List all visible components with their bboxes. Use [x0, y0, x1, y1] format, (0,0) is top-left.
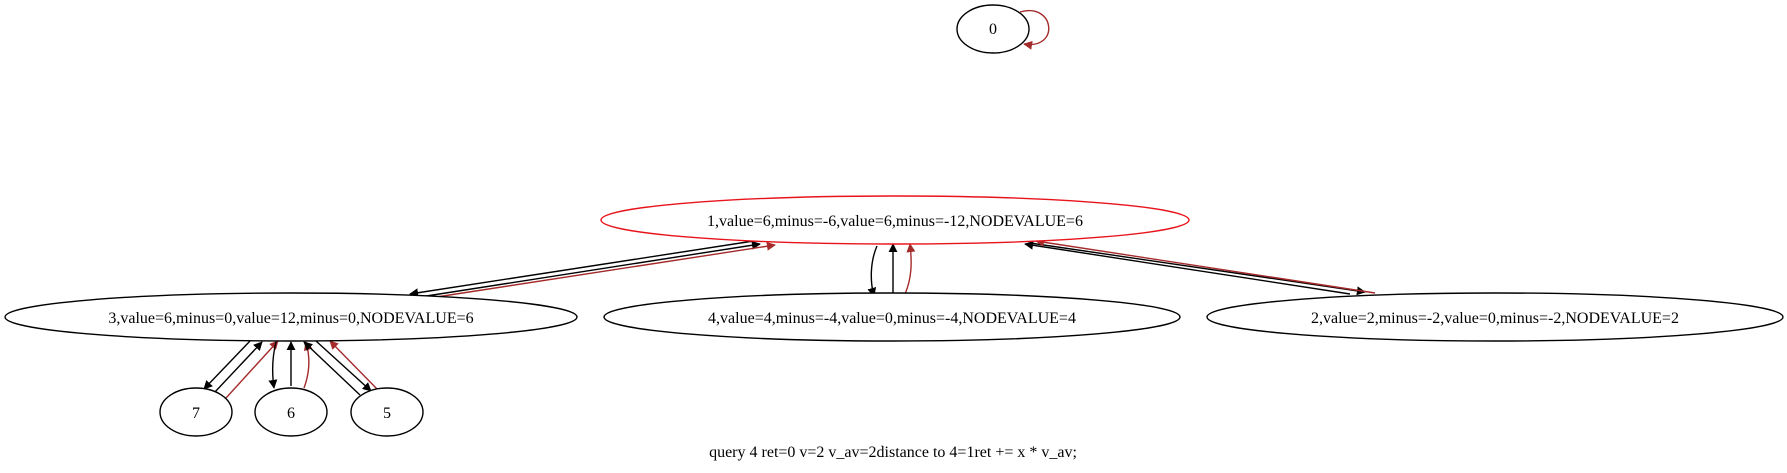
- node-2-label: 2,value=2,minus=-2,value=0,minus=-2,NODE…: [1311, 310, 1679, 327]
- edge-3-6: [268, 341, 278, 389]
- edge-layer: [203, 9, 1376, 399]
- node-5-shape: [350, 387, 424, 437]
- node-layer: 0 1,value=6,minus=-6,value=6,minus=-12,N…: [4, 4, 1784, 437]
- node-1-shape: [600, 195, 1190, 245]
- node-6-shape: [254, 387, 328, 437]
- edge-3-1: [429, 241, 776, 299]
- node-0-shape: [956, 4, 1030, 54]
- node-5: 5: [350, 387, 424, 437]
- node-4-label: 4,value=4,minus=-4,value=0,minus=-4,NODE…: [708, 310, 1076, 327]
- node-4-shape: [603, 292, 1181, 342]
- node-0: 0: [956, 4, 1030, 54]
- node-1: 1,value=6,minus=-6,value=6,minus=-12,NOD…: [600, 195, 1190, 245]
- edge-3-1: [419, 240, 761, 298]
- edge-1-3: [409, 239, 761, 298]
- edge-3-7: [203, 340, 251, 390]
- edge-1-2: [1029, 242, 1366, 296]
- node-0-label: 0: [989, 21, 997, 38]
- node-7: 7: [159, 387, 233, 437]
- graph-caption: query 4 ret=0 v=2 v_av=2distance to 4=1r…: [709, 444, 1077, 461]
- node-1-label: 1,value=6,minus=-6,value=6,minus=-12,NOD…: [707, 213, 1083, 230]
- node-4: 4,value=4,minus=-4,value=0,minus=-4,NODE…: [603, 292, 1181, 342]
- node-3-label: 3,value=6,minus=0,value=12,minus=0,NODEV…: [108, 310, 473, 327]
- edge-2-1: [1035, 237, 1376, 294]
- edge-3-5: [315, 340, 372, 392]
- node-7-label: 7: [192, 405, 200, 422]
- node-3-shape: [4, 292, 578, 342]
- node-2: 2,value=2,minus=-2,value=0,minus=-2,NODE…: [1206, 292, 1784, 342]
- edge-4-1: [904, 243, 916, 295]
- edge-7-3: [213, 341, 263, 394]
- edge-5-3: [303, 341, 361, 396]
- edge-0-0: [1019, 9, 1050, 50]
- edge-1-4: [867, 245, 878, 297]
- edge-2-1: [1024, 240, 1351, 295]
- node-6-label: 6: [287, 405, 295, 422]
- node-2-shape: [1206, 292, 1784, 342]
- edge-5-3: [329, 340, 379, 391]
- node-6: 6: [254, 387, 328, 437]
- edge-6-3: [303, 341, 313, 389]
- edge-7-3: [225, 340, 279, 399]
- node-5-label: 5: [383, 405, 391, 422]
- node-3: 3,value=6,minus=0,value=12,minus=0,NODEV…: [4, 292, 578, 342]
- node-7-shape: [159, 387, 233, 437]
